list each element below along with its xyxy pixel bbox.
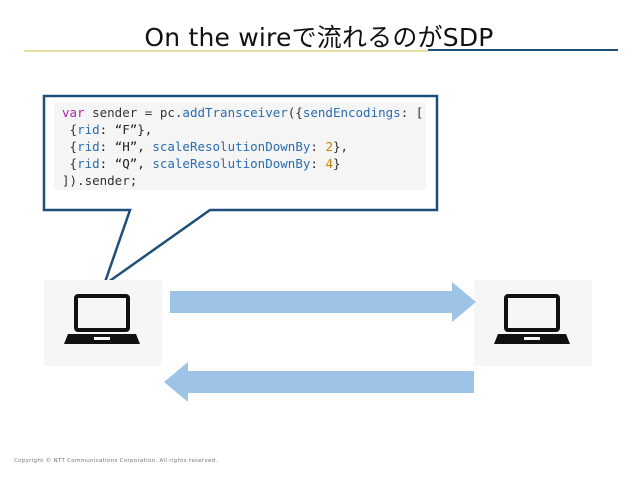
- code-token: addTransceiver: [182, 105, 288, 120]
- code-token: scaleResolutionDownBy: [152, 156, 311, 171]
- code-line: ]).sender;: [62, 172, 426, 189]
- code-token: {: [62, 156, 78, 171]
- code-token: : “F”},: [99, 122, 153, 137]
- code-token: ({: [287, 105, 303, 120]
- code-token: rid: [77, 139, 100, 154]
- code-token: {: [62, 122, 78, 137]
- code-token: : “H”,: [99, 139, 153, 154]
- code-token: :: [310, 139, 326, 154]
- code-token: }: [332, 156, 341, 171]
- code-token: sendEncodings: [302, 105, 401, 120]
- code-token: 4: [325, 156, 333, 171]
- laptop-icon: [494, 294, 570, 344]
- code-token: },: [332, 139, 349, 154]
- arrow-right-icon: [170, 282, 476, 322]
- code-line: var sender = pc.addTransceiver({sendEnco…: [62, 104, 426, 121]
- slide-title: On the wireで流れるのがSDP: [144, 23, 494, 52]
- code-token: rid: [77, 122, 100, 137]
- laptop-icon: [64, 294, 140, 344]
- right-device: [474, 280, 592, 366]
- code-token: :: [310, 156, 326, 171]
- code-token: rid: [77, 156, 100, 171]
- code-token: : “Q”,: [99, 156, 153, 171]
- code-token: sender = pc.: [84, 105, 183, 120]
- code-token: 2: [325, 139, 333, 154]
- arrow-left-icon: [164, 362, 474, 402]
- code-line: {rid: “F”},: [62, 121, 426, 138]
- code-token: var: [62, 105, 85, 120]
- copyright-notice: Copyright © NTT Communications Corporati…: [14, 458, 218, 464]
- title-underline-left: [24, 50, 428, 52]
- code-token: scaleResolutionDownBy: [152, 139, 311, 154]
- code-token: {: [62, 139, 78, 154]
- code-token: : [: [400, 105, 424, 120]
- code-line: {rid: “H”, scaleResolutionDownBy: 2},: [62, 138, 426, 155]
- title-underline-right: [428, 49, 618, 51]
- code-snippet: var sender = pc.addTransceiver({sendEnco…: [54, 102, 426, 190]
- code-line: {rid: “Q”, scaleResolutionDownBy: 4}: [62, 155, 426, 172]
- left-device: [44, 280, 162, 366]
- code-token: ]).sender;: [62, 173, 138, 188]
